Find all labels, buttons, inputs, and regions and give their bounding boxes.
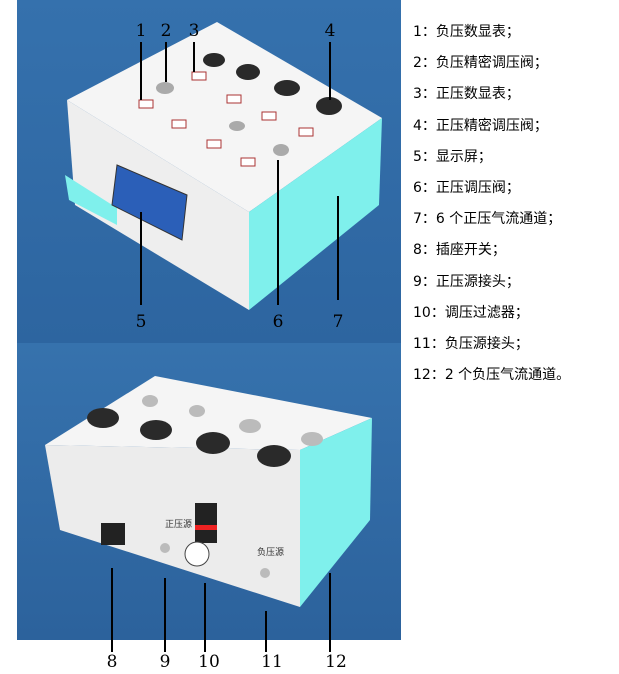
callout-lines [140, 42, 339, 305]
negative-source-connector [260, 568, 270, 578]
callout-1: 1 [135, 21, 147, 41]
label-positive-source: 正压源 [165, 519, 192, 530]
legend-item: 5：显示屏； [413, 148, 492, 165]
legend-item: 12：2 个负压气流通道。 [413, 367, 571, 384]
screen [111, 164, 188, 241]
callout-3: 3 [188, 21, 200, 41]
digital-displays [138, 71, 314, 167]
device-side-strip [65, 175, 117, 225]
valves [142, 395, 323, 446]
label-negative-source: 负压源 [257, 546, 284, 558]
legend-item: 7：6 个正压气流通道； [413, 211, 562, 228]
pressure-filter-regulator [195, 503, 217, 543]
legend-item: 11：负压源接头； [413, 335, 529, 352]
legend-item: 2：负压精密调压阀； [413, 55, 548, 72]
callout-5: 5 [135, 312, 147, 332]
callout-12: 12 [325, 652, 347, 672]
device-side-face [249, 118, 382, 310]
callout-lines [111, 568, 331, 640]
device-top-face [67, 22, 382, 212]
device-side-face [300, 418, 372, 607]
device-rear-illustration: 正压源 负压源 [45, 376, 372, 640]
legend-item: 1：负压数显表； [413, 24, 520, 40]
callout-4: 4 [324, 21, 336, 41]
legend-item: 9：正压源接头； [413, 273, 520, 290]
knobs [87, 408, 291, 467]
device-front-illustration [65, 22, 382, 310]
device-top-face [45, 376, 372, 450]
callout-2: 2 [160, 21, 172, 41]
callout-7: 7 [332, 312, 344, 332]
front-view-photo: 1 2 3 4 5 6 7 [17, 0, 401, 343]
callout-11: 11 [261, 652, 283, 672]
callout-9: 9 [159, 652, 171, 672]
pressure-gauge [184, 541, 210, 567]
legend-item: 4：正压精密调压阀； [413, 117, 548, 134]
callout-6: 6 [272, 312, 284, 332]
legend-item: 6：正压调压阀； [413, 179, 520, 196]
legend-item: 8：插座开关； [413, 242, 506, 259]
legend-list: 1：负压数显表； 2：负压精密调压阀； 3：正压数显表； 4：正压精密调压阀； … [413, 20, 570, 394]
callout-8: 8 [106, 652, 118, 672]
legend-item: 3：正压数显表； [413, 86, 520, 103]
device-rear-face [45, 445, 300, 607]
rear-view-photo: 正压源 负压源 [17, 343, 401, 640]
valves [156, 82, 289, 156]
power-socket-switch [101, 523, 125, 545]
callout-10: 10 [198, 652, 220, 672]
knobs [203, 53, 342, 115]
positive-source-connector [160, 543, 170, 553]
legend-item: 10：调压过滤器； [413, 304, 529, 321]
